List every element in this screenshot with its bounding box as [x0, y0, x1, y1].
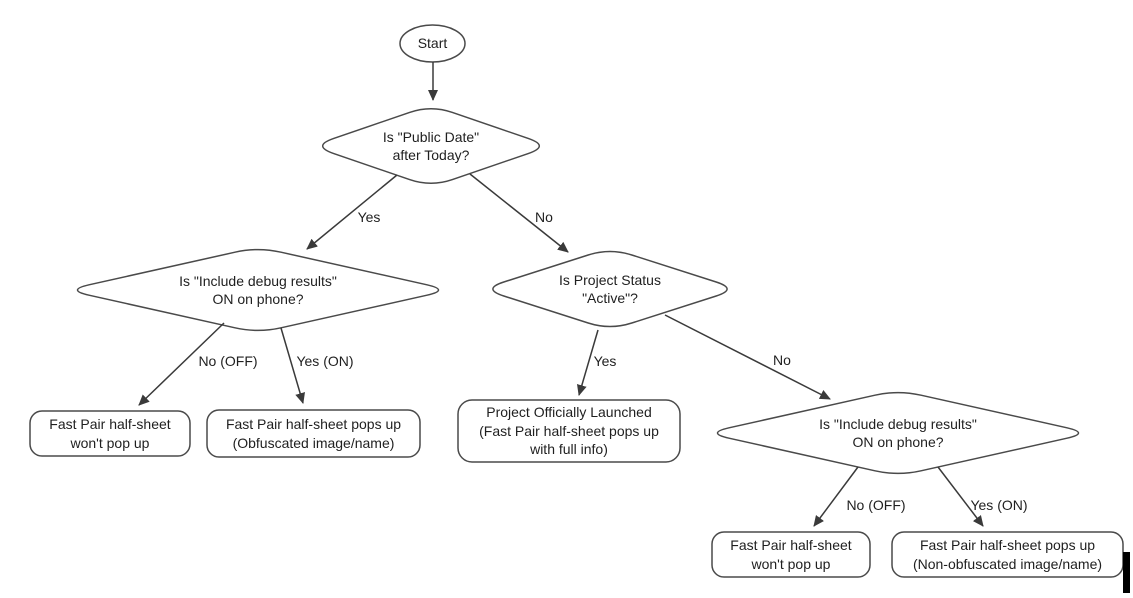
arrow-yes-on-to-non-obfuscated	[937, 466, 984, 527]
arrow-no-to-debug-right	[664, 314, 831, 400]
arrow-yes-to-launched	[577, 329, 599, 396]
result-no-popup-right-shape	[711, 531, 871, 578]
arrow-yes-on-to-obfuscated	[280, 327, 305, 404]
arrow-yes-to-debug-left	[306, 174, 398, 250]
arrow-no-off-to-no-popup-right	[813, 466, 859, 527]
decision-debug-right-shape	[716, 391, 1080, 475]
result-non-obfuscated-shape	[891, 531, 1124, 578]
result-no-popup-left-shape	[29, 410, 191, 457]
start-ellipse	[399, 24, 466, 63]
arrow-no-off-to-no-popup-left	[138, 322, 225, 406]
decision-debug-left-shape	[76, 248, 440, 332]
result-obfuscated-shape	[206, 409, 421, 458]
decision-public-date-shape	[321, 107, 541, 185]
result-launched-shape	[457, 399, 681, 463]
cursor-bar	[1123, 552, 1130, 593]
arrow-no-to-project-status	[469, 173, 569, 253]
decision-project-status-shape	[492, 250, 728, 328]
